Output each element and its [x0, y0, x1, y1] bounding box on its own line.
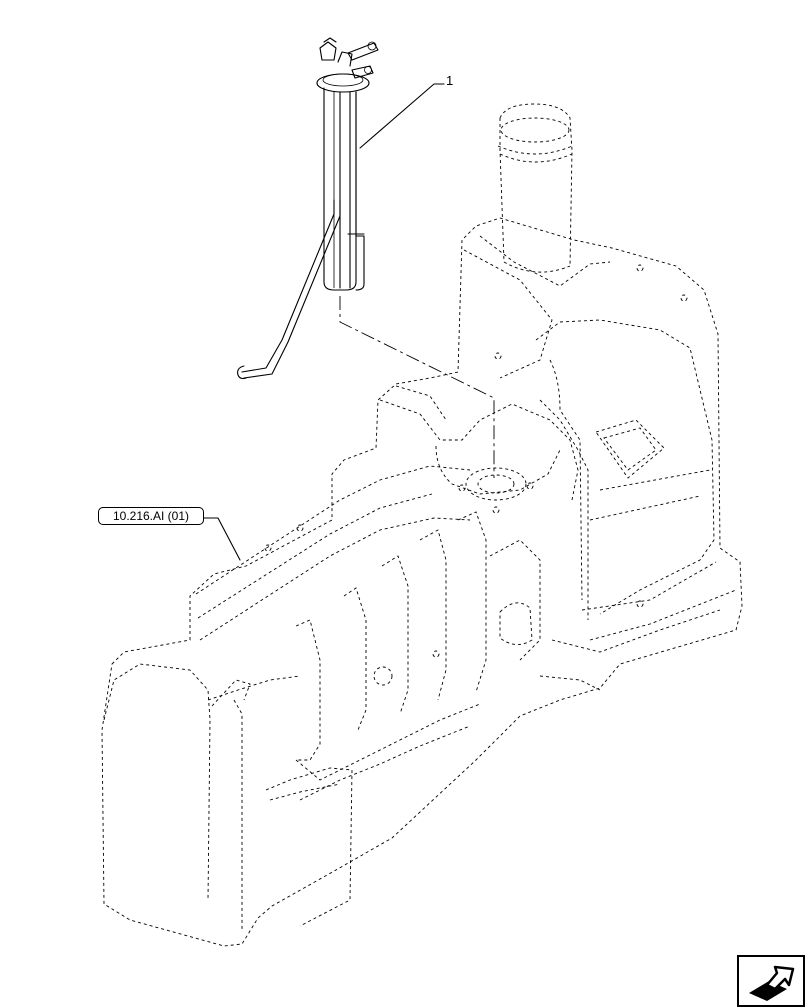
- filler-neck: [497, 103, 573, 273]
- callout-1-leader: [359, 83, 445, 149]
- fuel-tank: [101, 103, 743, 947]
- tank-outline: [101, 217, 743, 947]
- assembly-centerline: [339, 296, 495, 478]
- reference-leader: [203, 517, 241, 561]
- reference-callout-box[interactable]: 10.216.AI (01): [98, 507, 204, 525]
- fuel-sender-unit: [237, 37, 379, 380]
- part-number-callout: 1: [446, 73, 454, 88]
- next-page-arrow-icon[interactable]: [737, 955, 805, 1007]
